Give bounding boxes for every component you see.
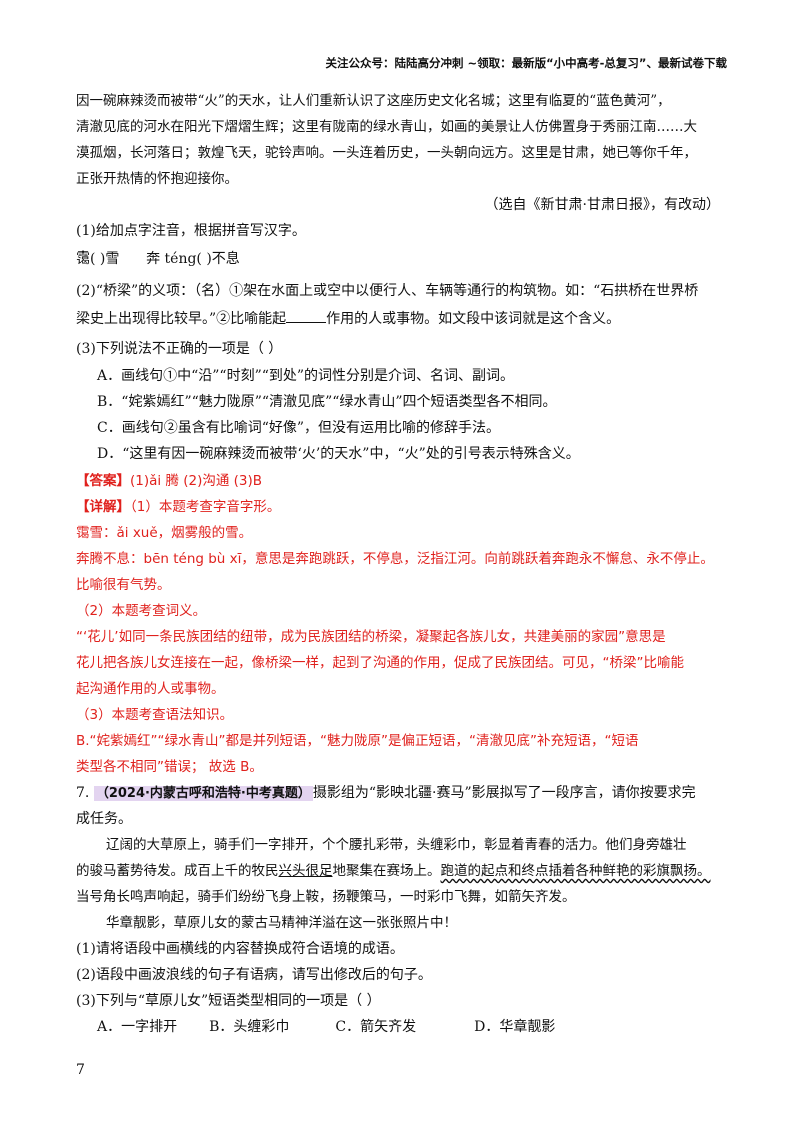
answer-text: (1)ǎi 腾 (2)沟通 (3)B xyxy=(130,473,263,489)
q3-option-c: C．画线句②虽含有比喻词“好像”，但没有运用比喻的修辞手法。 xyxy=(97,420,501,436)
q2-line2-a: 梁史上出现得比较早。”②比喻能起 xyxy=(76,311,287,327)
q7-stem-b: 成任务。 xyxy=(76,811,132,827)
page-header: 关注公众号：陆陆高分冲刺 ~领取：最新版“小中高考-总复习”、最新试卷下载 xyxy=(325,56,727,70)
detail-line: 比喻很有气势。 xyxy=(76,577,171,593)
detail-line: 霭雪：ǎi xuě，烟雾般的雪。 xyxy=(76,525,253,541)
detail-label: 【详解】 xyxy=(76,499,130,515)
wavy-sentence: 跑道的起点和终点插着各种鲜艳的彩旗飘扬。 xyxy=(440,863,711,879)
q7-sub3: (3)下列与“草原儿女”短语类型相同的一项是（ ） xyxy=(76,993,381,1009)
q7-option-c: C．箭矢齐发 xyxy=(335,1019,417,1035)
source-note: （选自《新甘肃·甘肃日报》，有改动） xyxy=(484,197,720,213)
passage-line: 正张开热情的怀抱迎接你。 xyxy=(76,171,238,187)
q1-item-b: 奔 téng( )不息 xyxy=(146,251,240,267)
q7-option-a: A．一字排开 xyxy=(97,1019,178,1035)
q2-line1: (2)“桥梁”的义项：（名）①架在水面上或空中以便行人、车辆等通行的构筑物。如：… xyxy=(76,283,699,299)
q7-sub2: (2)语段中画波浪线的句子有语病，请写出修改后的句子。 xyxy=(76,967,432,983)
q3-option-a: A．画线句①中“沿”“时刻”“到处”的词性分别是介词、名词、副词。 xyxy=(97,368,515,384)
q7-stem-a: 摄影组为“影映北疆·赛马”影展拟写了一段序言，请你按要求完 xyxy=(312,785,696,801)
answer-label: 【答案】 xyxy=(76,473,130,489)
passage-line: 因一碗麻辣烫而被带“火”的天水，让人们重新认识了这座历史文化名城；这里有临夏的“… xyxy=(76,93,671,109)
detail-line: 类型各不相同”错误； 故选 B。 xyxy=(76,759,263,775)
q7-para1-line2: 的骏马蓄势待发。成百上千的牧民兴头很足地聚集在赛场上。跑道的起点和终点插着各种鲜… xyxy=(76,858,711,884)
q1-items: 霭( )雪 奔 téng( )不息 xyxy=(76,246,240,272)
q2-blank xyxy=(286,308,327,323)
detail-line: 【详解】（1）本题考查字音字形。 xyxy=(76,494,280,520)
q7-para1-line3: 当号角长鸣声响起，骑手们纷纷飞身上鞍，扬鞭策马，一时彩巾飞舞，如箭矢齐发。 xyxy=(76,889,576,905)
underlined-phrase: 兴头很足 xyxy=(278,863,333,879)
q2-line2: 梁史上出现得比较早。”②比喻能起 作用的人或事物。如文段中该词就是这个含义。 xyxy=(76,306,620,332)
q1-item-a: ( )雪 xyxy=(90,251,120,267)
detail-line: B.“姹紫嫣红”“绿水青山”都是并列短语，“魅力陇原”是偏正短语，“清澈见底”补… xyxy=(76,733,639,749)
q7-text: 地聚集在赛场上。 xyxy=(332,863,441,879)
q7-option-b: B．头缠彩巾 xyxy=(209,1019,290,1035)
detail-line: “‘花儿’如同一条民族团结的纽带，成为民族团结的桥梁，凝聚起各族儿女，共建美丽的… xyxy=(76,629,666,645)
q3-stem: (3)下列说法不正确的一项是（ ） xyxy=(76,341,283,357)
q7-stem: 7. （2024·内蒙古呼和浩特·中考真题）摄影组为“影映北疆·赛马”影展拟写了… xyxy=(76,780,696,807)
detail-line: 花儿把各族儿女连接在一起，像桥梁一样，起到了沟通的作用，促成了民族团结。可见，“… xyxy=(76,655,684,671)
q7-number: 7. xyxy=(76,785,90,801)
q1-dotted-char: 霭 xyxy=(76,251,90,267)
q1-stem: (1)给加点字注音，根据拼音写汉字。 xyxy=(76,223,306,239)
detail-line: 奔腾不息：bēn téng bù xī，意思是奔跑跳跃，不停息，泛指江河。向前跳… xyxy=(76,551,714,567)
passage-line: 漠孤烟，长河落日；敦煌飞天，驼铃声响。一头连着历史，一头朝向远方。这里是甘肃，她… xyxy=(76,145,697,161)
q7-para1-line1: 辽阔的大草原上，骑手们一字排开，个个腰扎彩带，头缠彩巾，彰显着青春的活力。他们身… xyxy=(106,837,687,853)
detail-line: （2）本题考查词义。 xyxy=(76,603,207,619)
q7-text: 的骏马蓄势待发。成百上千的牧民 xyxy=(76,863,279,879)
detail-line: 起沟通作用的人或事物。 xyxy=(76,681,225,697)
q7-option-d: D．华章靓影 xyxy=(474,1019,556,1035)
q7-source-tag: （2024·内蒙古呼和浩特·中考真题） xyxy=(93,786,313,801)
page-number: 7 xyxy=(76,1062,85,1078)
q2-line2-b: 作用的人或事物。如文段中该词就是这个含义。 xyxy=(326,311,621,327)
answer: 【答案】(1)ǎi 腾 (2)沟通 (3)B xyxy=(76,468,262,494)
q7-options: A．一字排开 B．头缠彩巾 C．箭矢齐发 D．华章靓影 xyxy=(97,1014,555,1040)
q3-option-d: D．“这里有因一碗麻辣烫而被带‘火’的天水”中，“火”处的引号表示特殊含义。 xyxy=(97,446,580,462)
detail-line: （3）本题考查语法知识。 xyxy=(76,707,234,723)
detail-text: （1）本题考查字音字形。 xyxy=(130,499,281,515)
passage-line: 清澈见底的河水在阳光下熠熠生辉；这里有陇南的绿水青山，如画的美景让人仿佛置身于秀… xyxy=(76,119,697,135)
q7-para2: 华章靓影，草原儿女的蒙古马精神洋溢在这一张张照片中！ xyxy=(106,915,457,931)
q3-option-b: B．“姹紫嫣红”“魅力陇原”“清澈见底”“绿水青山”四个短语类型各不相同。 xyxy=(97,394,557,410)
q7-sub1: (1)请将语段中画横线的内容替换成符合语境的成语。 xyxy=(76,941,404,957)
